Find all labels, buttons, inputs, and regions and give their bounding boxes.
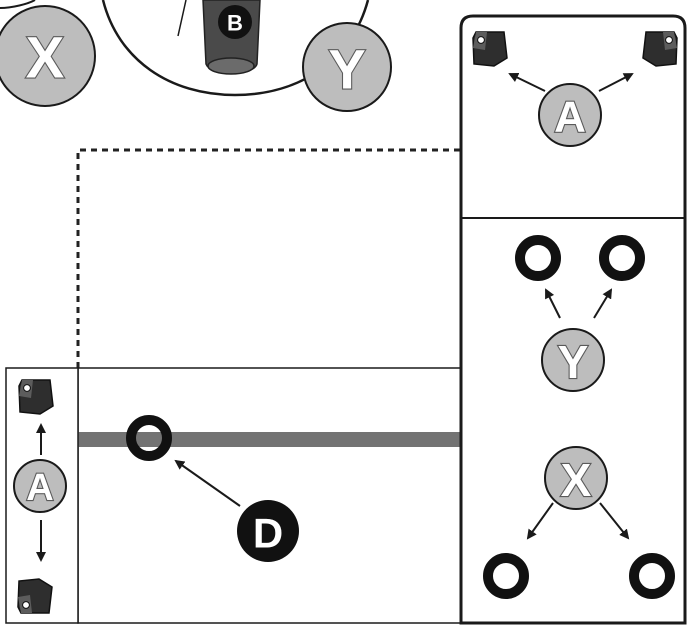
x-label-right: X — [561, 454, 592, 506]
corner-bumper-icon — [472, 31, 508, 67]
b-label: B — [227, 11, 243, 36]
a-disc-left: A — [13, 459, 67, 513]
corner-bumper-icon — [18, 379, 54, 415]
arrow-icon — [545, 288, 561, 319]
left-strip-panel: A — [5, 367, 79, 624]
arrow-icon — [593, 288, 613, 319]
y-label-top: Y — [328, 38, 365, 101]
y-label-right: Y — [558, 336, 589, 388]
dashed-guide-line — [76, 148, 461, 368]
arrow-icon — [526, 502, 554, 540]
y-disc-right: Y — [541, 328, 605, 392]
ring-icon — [126, 415, 172, 461]
x-disc-top: X — [0, 5, 96, 107]
right-bottom-panel: Y X — [483, 235, 675, 599]
arrow-icon — [598, 73, 634, 92]
main-panel: D — [77, 367, 462, 624]
ring-icon — [599, 235, 645, 281]
corner-bumper-icon — [17, 578, 53, 614]
detail-line — [177, 0, 187, 37]
y-disc-top: Y — [302, 22, 392, 112]
x-label-top: X — [26, 26, 65, 91]
ring-icon — [629, 553, 675, 599]
rail-bar — [78, 432, 461, 447]
b-badge: B — [218, 5, 252, 39]
d-badge: D — [237, 500, 299, 562]
a-label-top-panel: A — [554, 93, 586, 142]
partial-circle-edge — [0, 0, 36, 9]
x-disc-right: X — [544, 446, 608, 510]
corner-bumper-icon — [642, 31, 678, 67]
arrow-icon — [174, 459, 241, 507]
ring-icon — [483, 553, 529, 599]
right-top-panel: A — [459, 14, 687, 625]
a-disc-top-panel: A — [538, 83, 602, 147]
a-label-left: A — [26, 467, 53, 509]
d-label: D — [253, 510, 283, 557]
arrow-icon — [508, 72, 546, 92]
ring-icon — [515, 235, 561, 281]
arrow-icon — [599, 502, 630, 540]
detail-circle: B — [101, 0, 370, 97]
